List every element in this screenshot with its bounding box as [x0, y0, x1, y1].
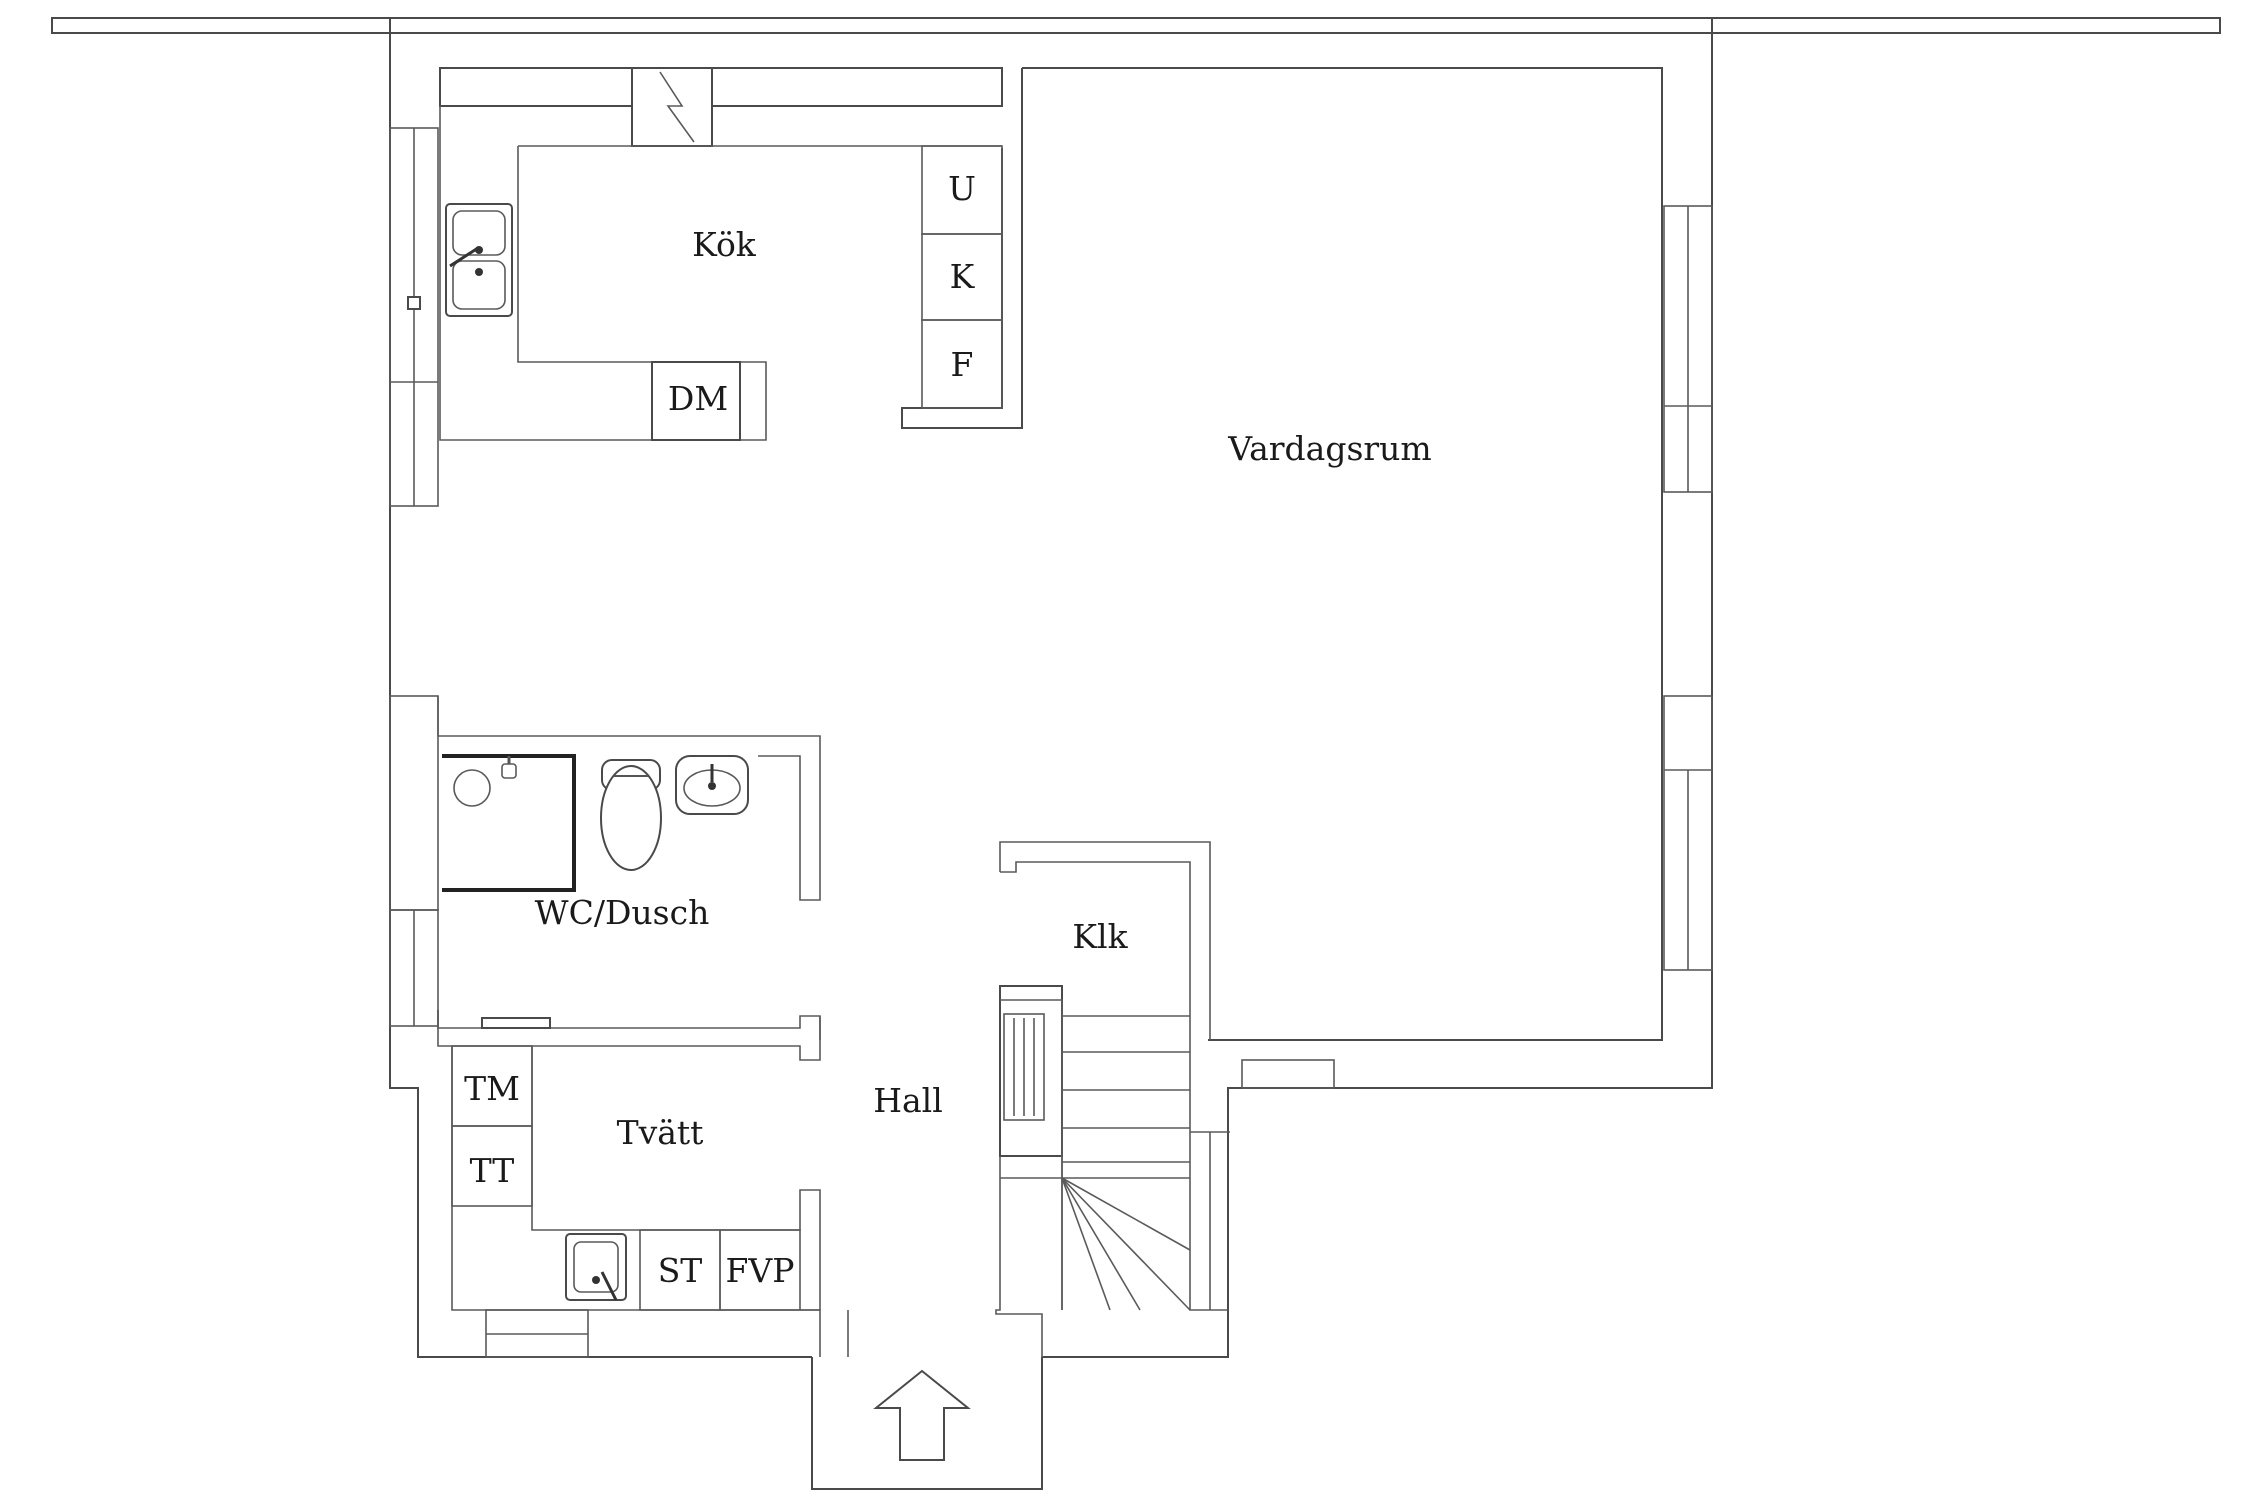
kitchen	[439, 67, 1003, 441]
laundry	[437, 1010, 849, 1358]
windows-left	[389, 127, 439, 1027]
outer-walls	[51, 17, 2221, 1358]
toilet-icon	[600, 759, 662, 871]
windows-right	[1663, 205, 1713, 971]
appliance-label-st: ST	[658, 1251, 703, 1290]
labels: Kök Vardagsrum WC/Dusch Klk Hall Tvätt U…	[464, 169, 1432, 1290]
appliance-label-tt: TT	[470, 1151, 515, 1190]
appliance-label-u: U	[948, 169, 976, 208]
appliance-label-k: K	[950, 257, 976, 296]
appliance-label-fvp: FVP	[726, 1251, 795, 1290]
appliance-label-f: F	[951, 345, 974, 384]
shower-icon	[453, 756, 517, 807]
entrance-arrow-icon	[873, 1369, 971, 1461]
closet-and-stairs	[995, 841, 1335, 1357]
room-label-hall: Hall	[873, 1081, 943, 1120]
appliance-label-dm: DM	[668, 379, 728, 418]
bathroom	[437, 696, 821, 1040]
room-label-klk: Klk	[1072, 917, 1128, 956]
room-label-vardagsrum: Vardagsrum	[1227, 429, 1431, 468]
washbasin-icon	[675, 755, 749, 815]
room-label-tvatt: Tvätt	[617, 1113, 704, 1152]
entrance	[811, 1357, 1043, 1490]
appliance-label-tm: TM	[464, 1069, 520, 1108]
utility-sink-icon	[565, 1233, 627, 1301]
kitchen-sink-icon	[445, 203, 513, 317]
room-label-kok: Kök	[692, 225, 757, 264]
room-label-wc-dusch: WC/Dusch	[535, 893, 710, 932]
